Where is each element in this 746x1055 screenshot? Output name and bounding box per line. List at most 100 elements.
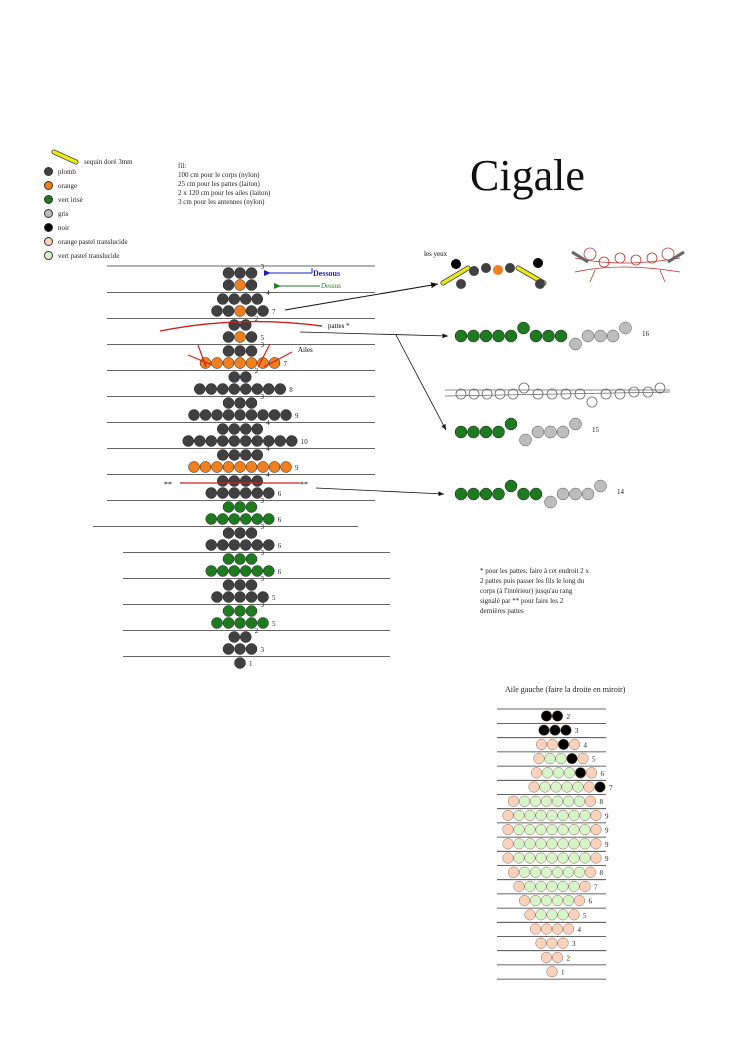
row-count: 2 xyxy=(255,627,259,635)
wing-bead xyxy=(568,809,580,821)
legs-wire xyxy=(159,320,323,332)
wing-row-count: 9 xyxy=(605,812,609,820)
wire-line: 25 cm pour les pattes (laiton) xyxy=(178,180,260,188)
wing-row-count: 8 xyxy=(600,798,604,806)
stars-left: ** xyxy=(164,480,172,489)
bead xyxy=(280,409,292,421)
wing-bead xyxy=(528,781,540,793)
bead xyxy=(251,449,263,461)
wing-bead xyxy=(540,923,553,935)
leg-bead xyxy=(467,487,480,501)
bead xyxy=(188,461,200,473)
bead xyxy=(257,461,269,473)
wire-heading: fil: xyxy=(178,162,187,170)
bead xyxy=(234,345,246,357)
leg-bead xyxy=(504,329,518,343)
wing-bead xyxy=(546,852,558,864)
legs-wire-sketch xyxy=(444,382,671,408)
bead xyxy=(205,539,217,551)
leg-bead xyxy=(594,329,607,343)
wing-bead xyxy=(563,767,576,779)
wing-bead xyxy=(557,838,569,850)
wings-label: Ailes xyxy=(298,346,313,354)
bead xyxy=(222,605,235,617)
eyes-detail xyxy=(440,258,547,289)
eyes-arrow xyxy=(284,282,439,311)
bead xyxy=(234,409,246,421)
wing-bead xyxy=(561,781,573,793)
wing-row-count: 1 xyxy=(561,969,565,977)
wing-row-count: 7 xyxy=(609,784,613,792)
wing-bead xyxy=(568,738,581,750)
wing-bead xyxy=(507,866,520,878)
leg-bead xyxy=(606,329,620,343)
leg-count: 16 xyxy=(642,330,650,338)
bead xyxy=(245,617,258,629)
leg-bead xyxy=(569,487,582,501)
bead xyxy=(234,657,246,669)
bead xyxy=(234,643,246,655)
bead xyxy=(280,461,292,473)
bead xyxy=(251,435,263,447)
wing-bead xyxy=(577,753,589,765)
bead xyxy=(217,423,229,435)
wing-bead xyxy=(579,809,591,821)
wing-bead xyxy=(546,809,558,821)
wing-bead xyxy=(529,923,542,935)
bead xyxy=(234,397,246,409)
wing-bead xyxy=(573,866,586,878)
bead xyxy=(268,461,281,473)
wing-bead xyxy=(518,895,531,907)
bead xyxy=(205,565,217,577)
wing-bead xyxy=(535,937,547,949)
wing-row-count: 2 xyxy=(567,954,571,962)
wing-bead xyxy=(502,824,514,836)
wing-row-count: 4 xyxy=(578,926,582,934)
legend-label: vert irisé xyxy=(58,196,83,204)
bead xyxy=(222,527,235,539)
wing-bead xyxy=(513,852,525,864)
bead xyxy=(222,409,235,421)
bead xyxy=(240,383,252,395)
row-count: 9 xyxy=(295,464,299,472)
wing-bead xyxy=(530,767,543,779)
bead xyxy=(222,345,235,357)
wing-bead xyxy=(502,838,514,850)
bead xyxy=(222,553,235,565)
bead xyxy=(274,435,286,447)
wing-bead xyxy=(524,909,536,921)
row-count: 3 xyxy=(261,523,265,531)
row-count: 7 xyxy=(284,360,288,368)
bead xyxy=(217,475,229,487)
wing-bead xyxy=(538,724,550,736)
bead xyxy=(245,305,258,317)
bead xyxy=(251,475,263,487)
bead xyxy=(234,605,246,617)
wing-bead xyxy=(552,767,565,779)
wing-bead xyxy=(533,753,545,765)
bead xyxy=(228,631,240,643)
legend-label: vert pastel translucide xyxy=(58,252,120,260)
wing-bead xyxy=(568,838,580,850)
wing-bead xyxy=(579,880,591,892)
bead xyxy=(211,357,223,369)
wing-bead xyxy=(590,852,602,864)
bead xyxy=(257,409,269,421)
bead xyxy=(240,539,252,551)
bead xyxy=(188,409,200,421)
leg-bead xyxy=(619,321,632,335)
row-count: 9 xyxy=(295,412,299,420)
eyes-wire-sketch xyxy=(571,247,685,283)
bead xyxy=(211,591,223,603)
leg-bead xyxy=(519,433,532,447)
bead xyxy=(251,293,263,305)
wing-bead xyxy=(584,866,597,878)
wings-wire xyxy=(187,343,293,368)
bead xyxy=(245,357,258,369)
row-count: 6 xyxy=(278,516,282,524)
wire-info: fil: 100 cm pour le corps (nylon) 25 cm … xyxy=(178,162,270,207)
wing-row-count: 7 xyxy=(594,883,598,891)
leg-count: 14 xyxy=(617,488,625,496)
row-count: 4 xyxy=(266,419,270,427)
